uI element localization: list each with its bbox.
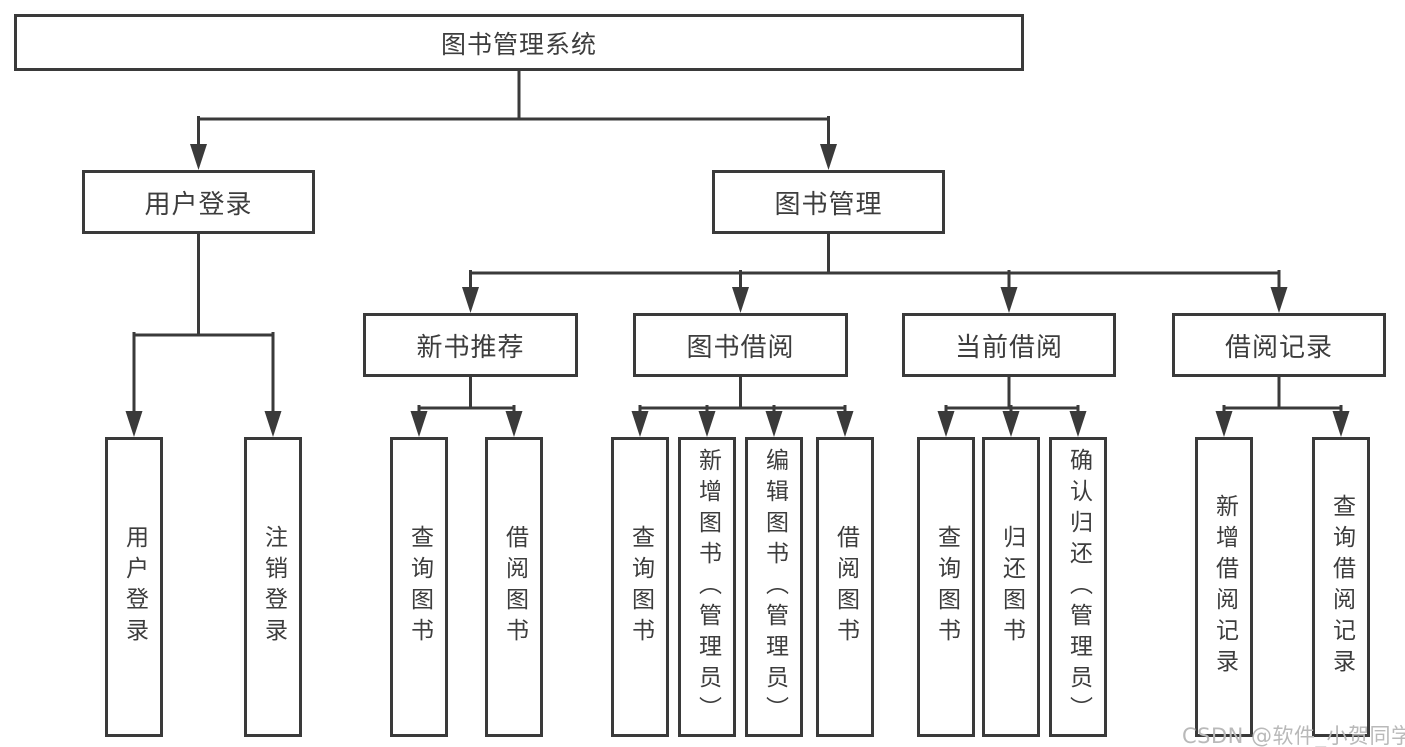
connector-new-book-recommend-to-leaves bbox=[410, 375, 523, 437]
node-current-borrow-label: 当前借阅 bbox=[954, 332, 1063, 363]
connector-book-management-to-level3 bbox=[462, 232, 1288, 313]
connector-root-to-level2 bbox=[190, 69, 837, 170]
node-user-login-label: 用户登录 bbox=[144, 189, 253, 220]
leaf-bb-borrow-books: 借阅图书 bbox=[816, 437, 874, 737]
node-book-borrow: 图书借阅 bbox=[633, 313, 848, 377]
leaf-cb-query-books-label: 查询图书 bbox=[933, 525, 960, 649]
connector-book-borrow-to-leaves bbox=[631, 375, 854, 437]
node-root-label: 图书管理系统 bbox=[440, 29, 597, 59]
node-borrow-records: 借阅记录 bbox=[1172, 313, 1386, 377]
leaf-bb-edit-book-admin: 编辑图书（管理员） bbox=[745, 437, 803, 737]
node-borrow-records-label: 借阅记录 bbox=[1224, 332, 1333, 363]
leaf-cb-return-books-label: 归还图书 bbox=[998, 525, 1025, 649]
leaf-nb-borrow-books: 借阅图书 bbox=[485, 437, 543, 737]
leaf-br-query-record: 查询借阅记录 bbox=[1312, 437, 1370, 737]
leaf-cb-return-books: 归还图书 bbox=[982, 437, 1040, 737]
node-book-borrow-label: 图书借阅 bbox=[686, 332, 795, 363]
leaf-cb-confirm-return-admin-label: 确认归还（管理员） bbox=[1065, 447, 1092, 727]
csdn-watermark: CSDN @软件_小贺同学 bbox=[1182, 724, 1405, 747]
connector-current-borrow-to-leaves bbox=[937, 375, 1087, 437]
leaf-nb-borrow-books-label: 借阅图书 bbox=[501, 525, 528, 649]
leaf-nb-query-books: 查询图书 bbox=[390, 437, 448, 737]
leaf-cb-query-books: 查询图书 bbox=[917, 437, 975, 737]
leaf-bb-add-book-admin: 新增图书（管理员） bbox=[678, 437, 736, 737]
node-book-management: 图书管理 bbox=[712, 170, 945, 234]
node-current-borrow: 当前借阅 bbox=[902, 313, 1116, 377]
leaf-logout-label: 注销登录 bbox=[260, 525, 287, 649]
leaf-br-query-record-label: 查询借阅记录 bbox=[1328, 494, 1355, 680]
leaf-bb-query-books: 查询图书 bbox=[611, 437, 669, 737]
leaf-br-add-record: 新增借阅记录 bbox=[1195, 437, 1253, 737]
node-new-book-recommend-label: 新书推荐 bbox=[416, 332, 525, 363]
leaf-br-add-record-label: 新增借阅记录 bbox=[1211, 494, 1238, 680]
connector-user-login-to-leaves bbox=[125, 232, 282, 437]
leaf-bb-query-books-label: 查询图书 bbox=[627, 525, 654, 649]
leaf-bb-add-book-admin-label: 新增图书（管理员） bbox=[694, 447, 721, 727]
leaf-bb-borrow-books-label: 借阅图书 bbox=[832, 525, 859, 649]
leaf-bb-edit-book-admin-label: 编辑图书（管理员） bbox=[761, 447, 788, 727]
connector-borrow-records-to-leaves bbox=[1215, 375, 1350, 437]
node-root: 图书管理系统 bbox=[14, 14, 1024, 71]
leaf-user-login: 用户登录 bbox=[105, 437, 163, 737]
node-book-management-label: 图书管理 bbox=[774, 189, 883, 220]
node-user-login: 用户登录 bbox=[82, 170, 315, 234]
leaf-user-login-label: 用户登录 bbox=[121, 525, 148, 649]
node-new-book-recommend: 新书推荐 bbox=[363, 313, 578, 377]
leaf-logout: 注销登录 bbox=[244, 437, 302, 737]
leaf-nb-query-books-label: 查询图书 bbox=[406, 525, 433, 649]
leaf-cb-confirm-return-admin: 确认归还（管理员） bbox=[1049, 437, 1107, 737]
